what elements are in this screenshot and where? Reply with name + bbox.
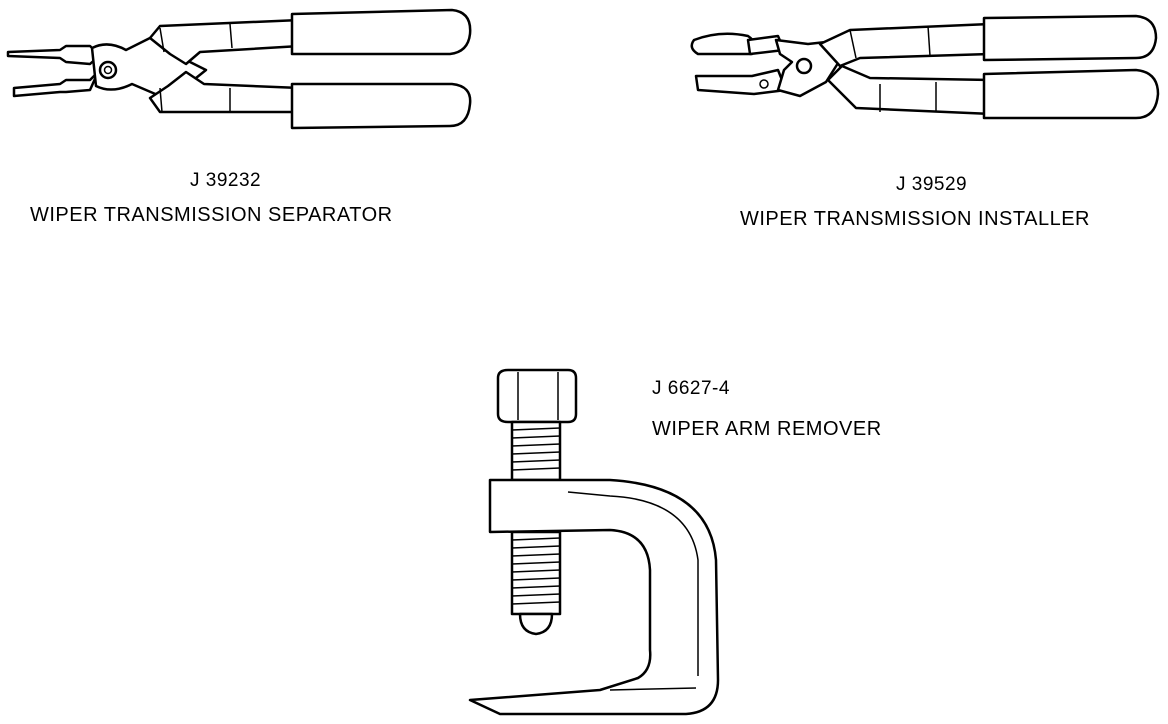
part-number-label: J 39529: [896, 174, 968, 195]
part-number-label: J 6627-4: [652, 378, 730, 399]
arm-remover-drawing: [468, 368, 720, 716]
tool-name-label: WIPER TRANSMISSION INSTALLER: [740, 208, 1090, 230]
separator-pliers-drawing: [6, 8, 472, 130]
installer-pliers-drawing: [690, 14, 1160, 120]
tool-name-label: WIPER TRANSMISSION SEPARATOR: [30, 204, 393, 226]
part-number-label: J 39232: [190, 170, 262, 191]
tool-name-label: WIPER ARM REMOVER: [652, 418, 882, 440]
